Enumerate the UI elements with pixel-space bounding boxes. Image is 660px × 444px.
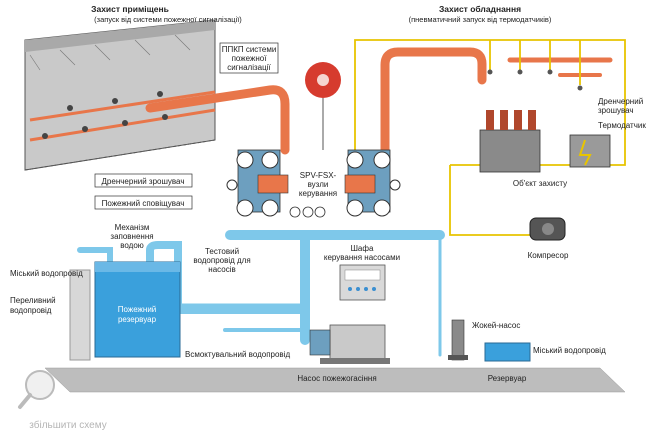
drencher-right-label: Дренчерний зрошувач xyxy=(598,97,643,115)
compressor-label: Компресор xyxy=(528,251,569,260)
tank-label: Пожежний резервуар xyxy=(118,305,157,324)
svg-text:Тестовий: Тестовий xyxy=(205,247,239,256)
ppkp-label: ППКП системи пожежної сигналізації xyxy=(219,42,279,74)
alarm-bell-icon xyxy=(305,62,341,150)
zoom-magnifier-icon[interactable] xyxy=(18,370,55,409)
fire-sprinkler-label: Пожежний сповіщувач xyxy=(94,195,193,210)
orange-pipes xyxy=(145,47,613,155)
fire-pump-label: Насос пожежогасіння xyxy=(297,374,376,383)
svg-text:заповнення: заповнення xyxy=(110,232,153,241)
reservoir-right xyxy=(484,342,531,362)
blue-pipes xyxy=(77,230,445,357)
svg-text:водою: водою xyxy=(120,241,144,250)
svg-text:Переливний: Переливний xyxy=(10,296,56,305)
suction-label: Всмоктувальний водопровід xyxy=(185,350,290,359)
fire-pump-icon xyxy=(309,324,390,364)
spv-label: SPV-FSX- вузли керування xyxy=(299,171,337,198)
svg-text:керування насосами: керування насосами xyxy=(324,253,400,262)
svg-text:ППКП системи: ППКП системи xyxy=(222,45,277,54)
svg-text:пожежної: пожежної xyxy=(232,54,268,63)
fill-mechanism-label: Механізм заповнення водою xyxy=(110,223,153,250)
city-water-left-label: Міський водопровід xyxy=(10,269,83,278)
svg-text:керування: керування xyxy=(299,189,337,198)
thermo-sensors xyxy=(487,69,583,91)
equipment-protection-subtitle: (пневматичний запуск від термодатчиків) xyxy=(409,15,552,24)
spv-valve-left xyxy=(226,149,289,217)
control-cabinet-label: Шафа керування насосами xyxy=(324,244,400,262)
spv-valve-right xyxy=(344,149,401,217)
svg-text:Пожежний сповіщувач: Пожежний сповіщувач xyxy=(102,199,185,208)
city-water-right-label: Міський водопровід xyxy=(533,346,606,355)
zoom-link[interactable]: збільшити схему xyxy=(29,419,106,431)
svg-text:насосів: насосів xyxy=(208,265,235,274)
svg-text:вузли: вузли xyxy=(308,180,329,189)
jockey-label: Жокей-насос xyxy=(472,321,520,330)
room-ceiling xyxy=(24,19,216,171)
room-protection-title: Захист приміщень xyxy=(91,4,169,14)
overflow-label: Переливний водопровід xyxy=(10,296,56,315)
reservoir-label: Резервуар xyxy=(488,374,527,383)
svg-text:водопровід для: водопровід для xyxy=(193,256,250,265)
svg-text:Дренчерний: Дренчерний xyxy=(598,97,643,106)
equipment-protection-title: Захист обладнання xyxy=(439,4,521,14)
compressor-icon xyxy=(529,217,566,241)
pressure-gauges xyxy=(289,206,326,218)
svg-text:Дренчерний зрошувач: Дренчерний зрошувач xyxy=(102,177,185,186)
svg-text:сигналізації: сигналізації xyxy=(227,63,271,72)
svg-text:SPV-FSX-: SPV-FSX- xyxy=(300,171,337,180)
thermo-label: Термодатчик xyxy=(598,121,646,130)
room-protection-subtitle: (запуск від системи пожежної сигналізаці… xyxy=(94,15,242,24)
ground xyxy=(44,367,626,393)
object-label: Об'єкт захисту xyxy=(513,179,567,188)
drencher-sprinkler-label: Дренчерний зрошувач xyxy=(94,173,193,188)
test-pipe-label: Тестовий водопровід для насосів xyxy=(193,247,250,274)
svg-text:резервуар: резервуар xyxy=(118,315,157,324)
svg-text:Шафа: Шафа xyxy=(351,244,374,253)
jockey-pump-icon xyxy=(448,319,468,361)
control-cabinet-icon xyxy=(339,264,386,301)
transformer-icon xyxy=(479,110,611,173)
fire-tank xyxy=(69,261,181,361)
svg-text:зрошувач: зрошувач xyxy=(598,106,634,115)
svg-text:Механізм: Механізм xyxy=(115,223,150,232)
svg-text:водопровід: водопровід xyxy=(10,306,52,315)
svg-text:Пожежний: Пожежний xyxy=(118,305,157,314)
